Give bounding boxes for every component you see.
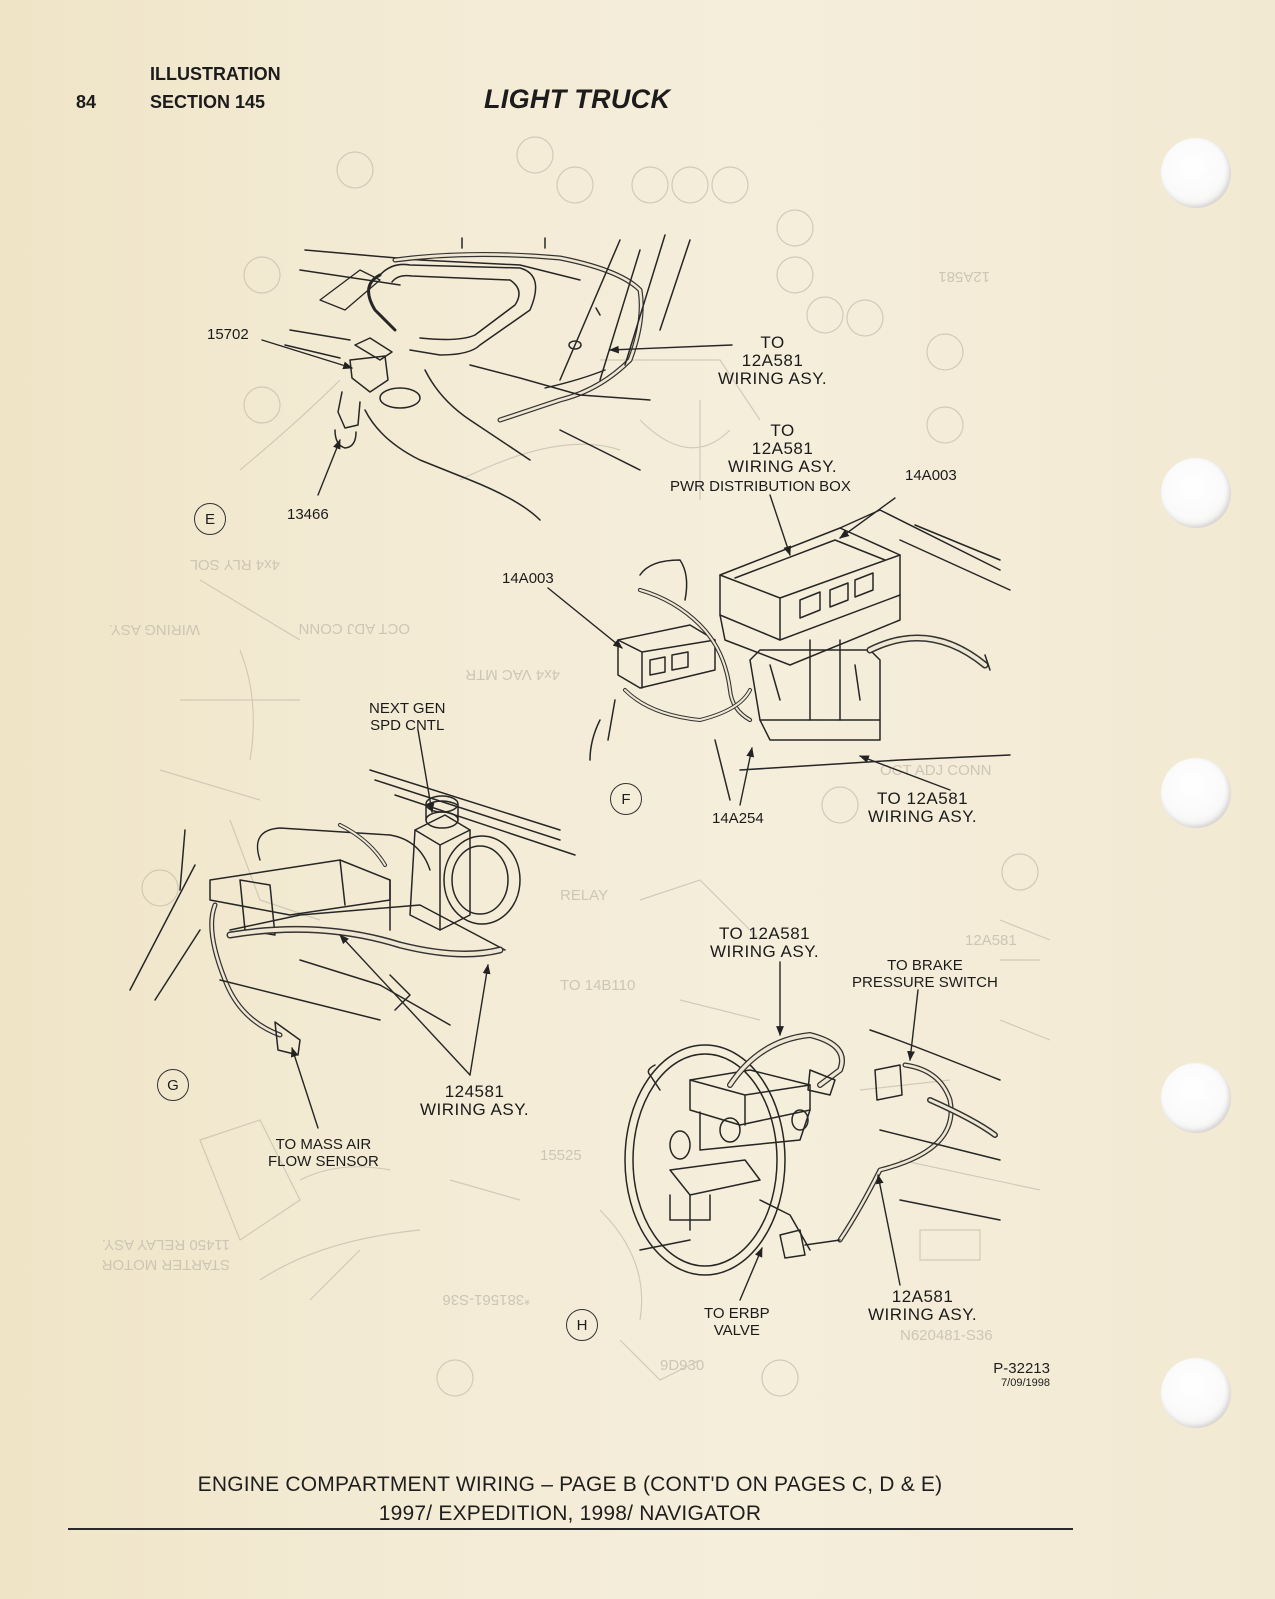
svg-text:12A581: 12A581	[938, 268, 990, 285]
svg-text:*381561-S36: *381561-S36	[442, 1291, 530, 1308]
binder-hole	[1161, 1358, 1231, 1428]
page-title: LIGHT TRUCK	[484, 84, 671, 114]
callout-12a581-wiring-h: 12A581 WIRING ASY.	[868, 1287, 978, 1324]
binder-hole	[1161, 758, 1231, 828]
view-label-g: G	[157, 1069, 189, 1101]
svg-text:12A581: 12A581	[965, 932, 1017, 949]
svg-text:STARTER MOTOR: STARTER MOTOR	[101, 1256, 230, 1273]
part-label-14a003-left: 14A003	[502, 570, 554, 587]
callout-to-mass-air-flow-sensor: TO MASS AIR FLOW SENSOR	[268, 1136, 379, 1170]
caption-line-2: 1997/ EXPEDITION, 1998/ NAVIGATOR	[378, 1502, 762, 1525]
bleed-through-art	[141, 136, 1051, 1397]
view-f-artwork	[589, 509, 1011, 801]
figure-date: 7/09/1998	[1001, 1377, 1050, 1389]
figure-reference: P-32213 7/09/1998	[993, 1360, 1050, 1389]
caption-line-1: ENGINE COMPARTMENT WIRING – PAGE B (CONT…	[197, 1473, 943, 1496]
part-label-13466: 13466	[287, 506, 329, 523]
svg-text:4x4 VAC MTR: 4x4 VAC MTR	[465, 666, 560, 683]
bottom-rule	[68, 1528, 1073, 1530]
view-label-f: F	[610, 783, 642, 815]
view-h-artwork	[624, 1029, 1001, 1276]
part-label-15702: 15702	[207, 326, 249, 343]
callout-to-12a581-wiring-h: TO 12A581 WIRING ASY.	[710, 924, 820, 961]
illustration-heading: ILLUSTRATION	[150, 64, 281, 84]
part-label-14a254: 14A254	[712, 810, 764, 827]
part-label-14a003-right: 14A003	[905, 467, 957, 484]
leader-lines	[261, 339, 951, 1301]
svg-text:OCT ADJ CONN: OCT ADJ CONN	[299, 620, 410, 637]
callout-124581-wiring: 124581 WIRING ASY.	[420, 1082, 530, 1119]
binder-hole	[1161, 138, 1231, 208]
figure-id: P-32213	[993, 1360, 1050, 1377]
section-heading: SECTION 145	[150, 92, 266, 112]
callout-next-gen-spd-cntl: NEXT GEN SPD CNTL	[369, 700, 446, 734]
callout-to-brake-pressure-switch: TO BRAKE PRESSURE SWITCH	[852, 957, 998, 991]
bleed-through-text: 12A581 4x4 RLY SOL WIRING ASY. OCT ADJ C…	[101, 268, 1016, 1374]
page-number: 84	[76, 92, 97, 112]
svg-text:TO 14B110: TO 14B110	[560, 977, 635, 994]
svg-text:N620481-S36: N620481-S36	[900, 1327, 993, 1344]
view-e-artwork	[284, 234, 691, 521]
callout-to-12a581-wiring-e: TO 12A581 WIRING ASY.	[718, 333, 828, 388]
svg-text:11450 RELAY ASY.: 11450 RELAY ASY.	[102, 1236, 230, 1253]
svg-text:9D930: 9D930	[660, 1357, 704, 1374]
binder-hole	[1161, 1063, 1231, 1133]
svg-text:WIRING ASY.: WIRING ASY.	[109, 621, 200, 638]
view-label-e: E	[194, 503, 226, 535]
callout-pwr-distribution-box: PWR DISTRIBUTION BOX	[670, 478, 851, 495]
view-g-artwork	[129, 769, 576, 1056]
svg-text:15525: 15525	[540, 1147, 582, 1164]
binder-hole	[1161, 458, 1231, 528]
callout-to-12a581-wiring-f-top: TO 12A581 WIRING ASY.	[728, 421, 838, 476]
callout-to-12a581-wiring-f-bottom: TO 12A581 WIRING ASY.	[868, 789, 978, 826]
svg-text:4x4 RLY SOL: 4x4 RLY SOL	[190, 556, 280, 573]
callout-to-erbp-valve: TO ERBP VALVE	[704, 1305, 770, 1339]
view-label-h: H	[566, 1309, 598, 1341]
svg-text:RELAY: RELAY	[560, 887, 608, 904]
